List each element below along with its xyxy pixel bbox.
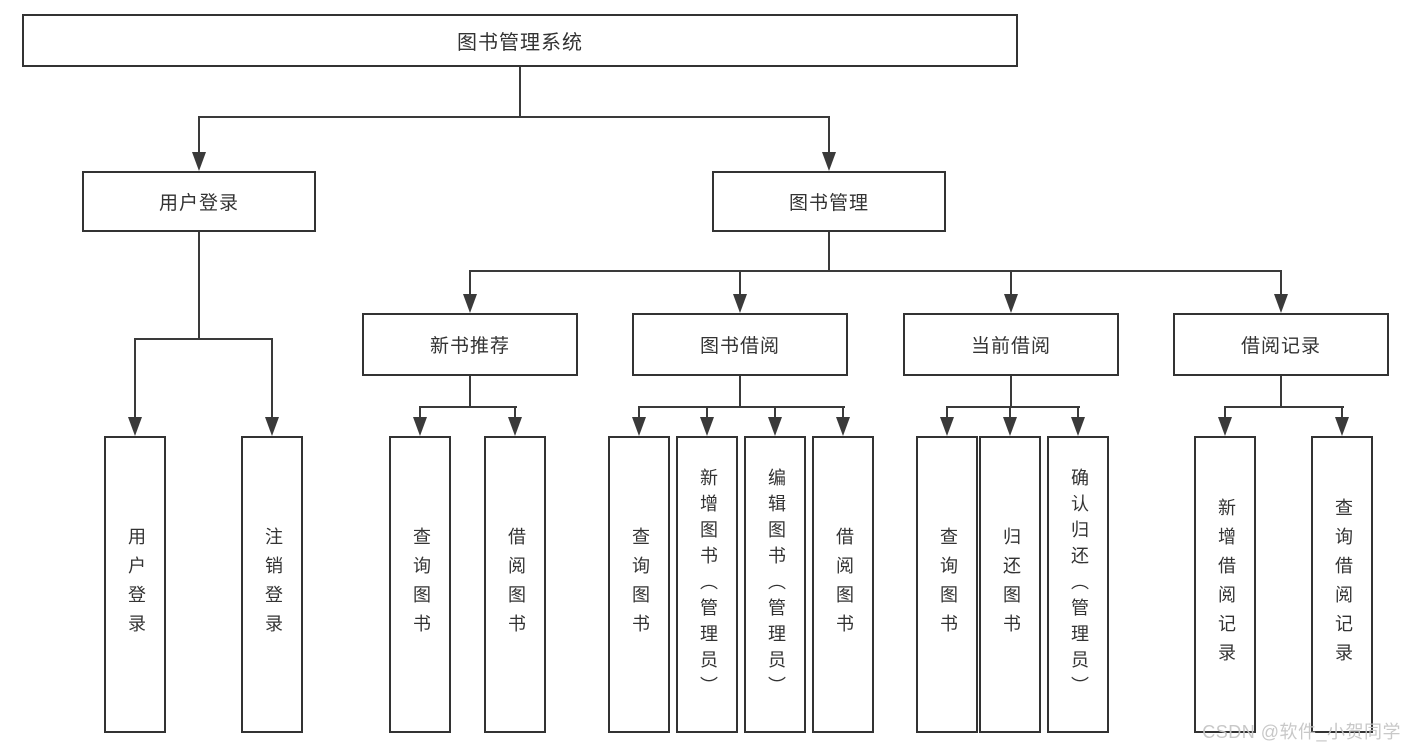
leaf-confirm-return-admin: 确认归还（管理员） xyxy=(1047,436,1109,733)
arrowhead-down-icon xyxy=(632,417,646,436)
node-current-borrow: 当前借阅 xyxy=(903,313,1119,376)
leaf-query-borrow-record: 查询借阅记录 xyxy=(1311,436,1373,733)
connector-line xyxy=(519,67,521,118)
arrowhead-down-icon xyxy=(463,294,477,313)
connector-line xyxy=(134,338,273,340)
leaf-add-book-admin: 新增图书（管理员） xyxy=(676,436,738,733)
leaf-edit-book-admin: 编辑图书（管理员） xyxy=(744,436,806,733)
connector-line xyxy=(271,338,273,420)
csdn-watermark: CSDN @软件_小贺同学 xyxy=(1202,722,1401,742)
connector-line xyxy=(469,270,471,296)
connector-line xyxy=(638,406,640,420)
connector-line xyxy=(198,116,830,118)
arrowhead-down-icon xyxy=(265,417,279,436)
connector-line xyxy=(946,406,948,420)
leaf-add-borrow-record: 新增借阅记录 xyxy=(1194,436,1256,733)
leaf-query-book-borrow: 查询图书 xyxy=(608,436,670,733)
connector-line xyxy=(419,406,421,420)
connector-line xyxy=(706,406,708,420)
connector-line xyxy=(198,116,200,154)
connector-line xyxy=(638,406,845,408)
leaf-query-book-current: 查询图书 xyxy=(916,436,978,733)
arrowhead-down-icon xyxy=(1335,417,1349,436)
connector-line xyxy=(469,270,1282,272)
arrowhead-down-icon xyxy=(836,417,850,436)
node-user-login: 用户登录 xyxy=(82,171,316,232)
leaf-borrow-book: 借阅图书 xyxy=(812,436,874,733)
arrowhead-down-icon xyxy=(508,417,522,436)
leaf-user-login: 用户登录 xyxy=(104,436,166,733)
connector-line xyxy=(1224,406,1226,420)
connector-line xyxy=(1341,406,1343,420)
node-new-book-recommend: 新书推荐 xyxy=(362,313,578,376)
connector-line xyxy=(828,116,830,154)
arrowhead-down-icon xyxy=(1003,417,1017,436)
connector-line xyxy=(1077,406,1079,420)
node-root: 图书管理系统 xyxy=(22,14,1018,67)
connector-line xyxy=(469,376,471,408)
arrowhead-down-icon xyxy=(733,294,747,313)
arrowhead-down-icon xyxy=(822,152,836,171)
arrowhead-down-icon xyxy=(700,417,714,436)
arrowhead-down-icon xyxy=(1274,294,1288,313)
connector-line xyxy=(946,406,1080,408)
connector-line xyxy=(1280,270,1282,296)
arrowhead-down-icon xyxy=(413,417,427,436)
leaf-return-book: 归还图书 xyxy=(979,436,1041,733)
connector-line xyxy=(774,406,776,420)
connector-line xyxy=(842,406,844,420)
connector-line xyxy=(1009,406,1011,420)
leaf-logout: 注销登录 xyxy=(241,436,303,733)
arrowhead-down-icon xyxy=(192,152,206,171)
node-book-management: 图书管理 xyxy=(712,171,946,232)
connector-line xyxy=(1280,376,1282,408)
connector-line xyxy=(198,232,200,340)
connector-line xyxy=(739,376,741,408)
connector-line xyxy=(828,232,830,272)
connector-line xyxy=(1224,406,1344,408)
connector-line xyxy=(739,270,741,296)
arrowhead-down-icon xyxy=(1071,417,1085,436)
connector-line xyxy=(134,338,136,420)
arrowhead-down-icon xyxy=(1218,417,1232,436)
connector-line xyxy=(419,406,517,408)
leaf-query-book-recommend: 查询图书 xyxy=(389,436,451,733)
connector-line xyxy=(1010,270,1012,296)
arrowhead-down-icon xyxy=(768,417,782,436)
node-borrow-records: 借阅记录 xyxy=(1173,313,1389,376)
arrowhead-down-icon xyxy=(940,417,954,436)
node-book-borrow: 图书借阅 xyxy=(632,313,848,376)
connector-line xyxy=(514,406,516,420)
connector-line xyxy=(1010,376,1012,408)
leaf-borrow-book-recommend: 借阅图书 xyxy=(484,436,546,733)
arrowhead-down-icon xyxy=(128,417,142,436)
arrowhead-down-icon xyxy=(1004,294,1018,313)
